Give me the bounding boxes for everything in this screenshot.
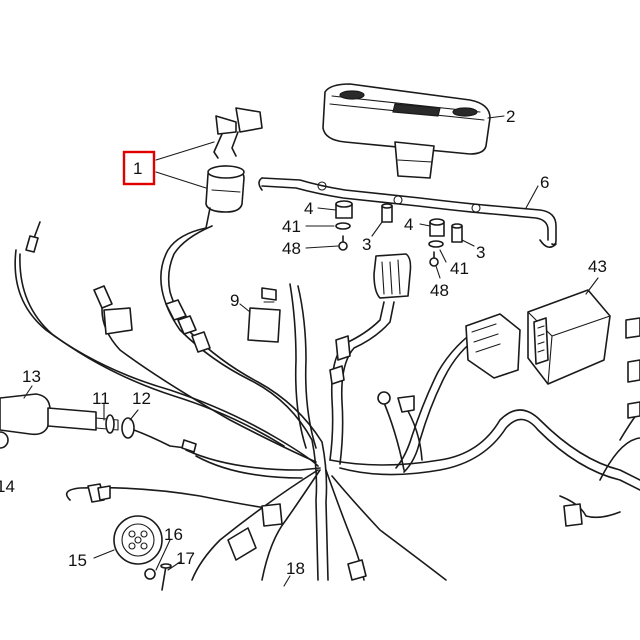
horn-bolt-part-16-17[interactable] (144, 563, 172, 591)
callout-12: 12 (132, 389, 151, 408)
handlebar-switch-part-13[interactable] (0, 393, 51, 449)
callout-41-right: 41 (450, 259, 469, 278)
callout-48-left: 48 (282, 239, 301, 258)
horn-part-15[interactable] (113, 515, 163, 565)
callout-14: 14 (0, 477, 15, 496)
ignition-switch-part-1[interactable] (205, 107, 263, 229)
callout-13: 13 (22, 367, 41, 386)
callout-4-right: 4 (404, 215, 413, 234)
callout-41-left: 41 (282, 217, 301, 236)
callout-43: 43 (588, 257, 607, 276)
relay-part-9[interactable] (247, 287, 281, 343)
harness-connectors[interactable] (25, 221, 640, 581)
callout-labels: 1 2 6 4 3 41 48 4 3 41 48 43 9 13 11 12 … (0, 107, 607, 578)
callout-1: 1 (133, 159, 142, 178)
mounting-bracket-part-6[interactable] (258, 177, 557, 248)
callout-6: 6 (540, 173, 549, 192)
callout-16: 16 (164, 525, 183, 544)
callout-48-right: 48 (430, 281, 449, 300)
instrument-cluster-part-2[interactable] (322, 83, 491, 179)
callout-3-right: 3 (476, 243, 485, 262)
hardware-set-left[interactable] (335, 200, 393, 251)
hardware-set-right[interactable] (428, 218, 463, 267)
callout-3-left: 3 (362, 235, 371, 254)
callout-17: 17 (176, 549, 195, 568)
callout-11: 11 (92, 389, 110, 408)
callout-15: 15 (68, 551, 87, 570)
callout-18: 18 (286, 559, 305, 578)
callout-2: 2 (506, 107, 515, 126)
callout-9: 9 (230, 291, 239, 310)
switch-assembly-part-11-12[interactable] (47, 407, 197, 453)
callout-1-highlight-box (122, 150, 156, 186)
callout-4-left: 4 (304, 199, 313, 218)
control-unit-part-43[interactable] (527, 289, 611, 385)
callout-leader-lines (23, 115, 599, 587)
main-wiring-harness[interactable] (14, 225, 640, 581)
